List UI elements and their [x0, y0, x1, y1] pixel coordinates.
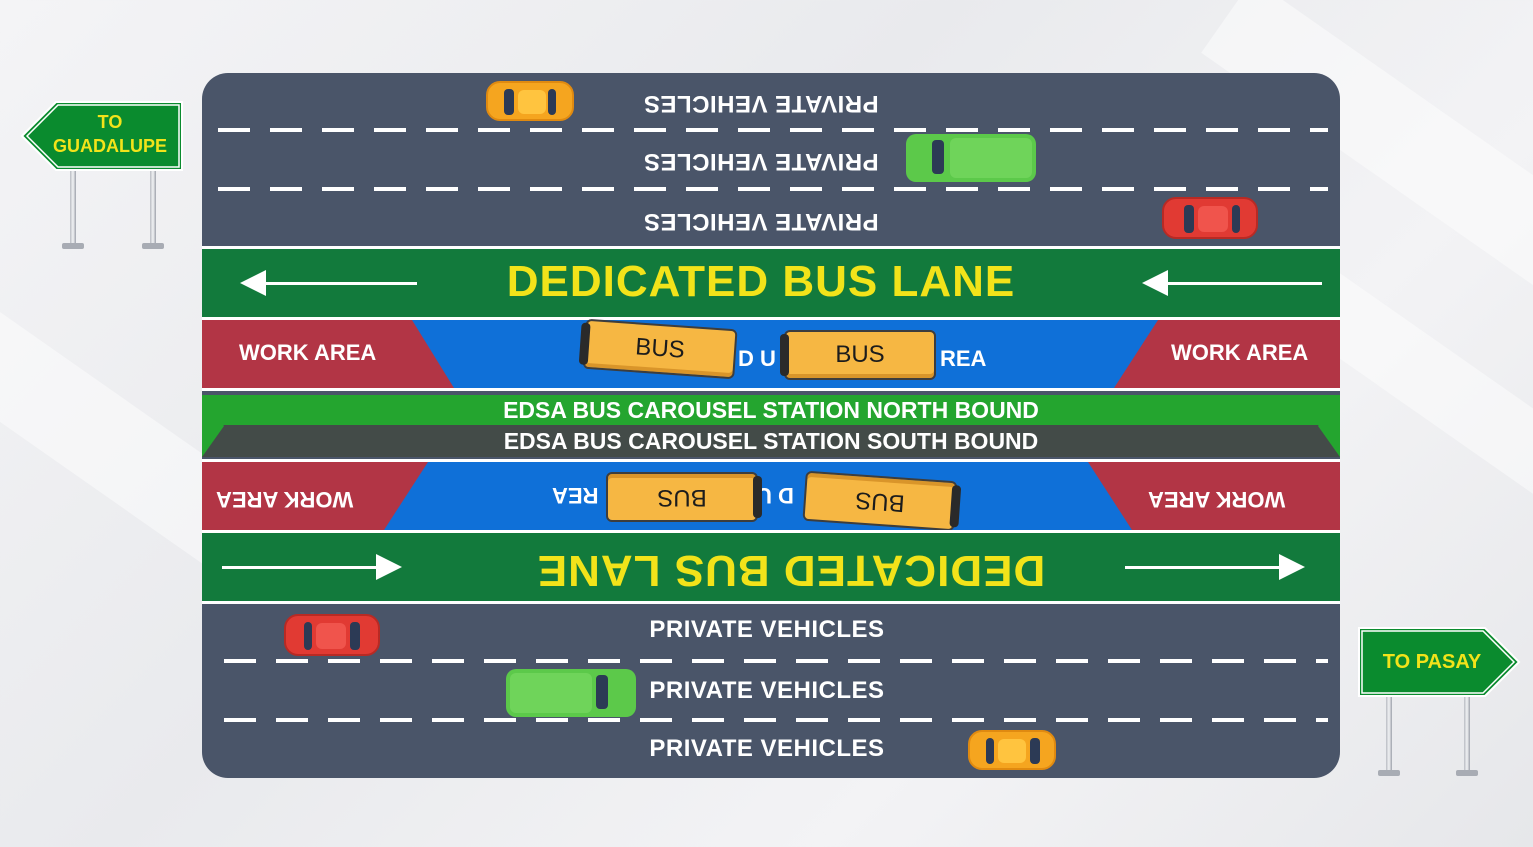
private-lane-label: PRIVATE VEHICLES — [643, 148, 879, 175]
sign-label-line1: TO — [97, 112, 123, 132]
edge-line — [202, 246, 1340, 249]
sign-board-arrow-left — [20, 101, 183, 171]
sign-foot — [62, 243, 84, 249]
work-area-left — [202, 462, 428, 530]
sign-foot — [142, 243, 164, 249]
work-area-label: WORK AREA — [216, 487, 354, 512]
bus-label: BUS — [657, 484, 707, 511]
private-lane-label: PRIVATE VEHICLES — [649, 616, 885, 643]
private-lane-label: PRIVATE VEHICLES — [643, 208, 879, 235]
bus-stop-band-northbound: WORK AREA WORK AREA D U REA BUS BUS — [202, 318, 1340, 388]
edsa-road: PRIVATE VEHICLES PRIVATE VEHICLES PRIVAT… — [202, 73, 1340, 778]
sign-label: TO PASAY — [1382, 651, 1482, 673]
edge-line — [202, 530, 1340, 533]
bus-label: BUS — [634, 333, 686, 364]
lane-text-fragment: D U — [738, 346, 776, 371]
bus-label: BUS — [854, 486, 906, 517]
work-area-label: WORK AREA — [239, 340, 377, 365]
private-lane-label: PRIVATE VEHICLES — [643, 90, 879, 117]
arrow-left-icon — [1142, 270, 1168, 296]
bus-lane-label: DEDICATED BUS LANE — [506, 257, 1016, 306]
edge-line — [202, 388, 1340, 391]
work-area-label: WORK AREA — [1148, 487, 1286, 512]
lane-divider — [218, 128, 1328, 132]
arrow-right-icon — [376, 554, 402, 580]
arrow-left-shaft — [1164, 282, 1322, 285]
sign-post — [1386, 695, 1392, 773]
bus-label: BUS — [835, 341, 885, 368]
yellow-car — [486, 81, 574, 121]
lane-divider — [224, 659, 1328, 663]
sign-board-arrow-right — [1358, 627, 1521, 697]
lane-text-fragment: REA — [552, 483, 599, 508]
red-car — [1162, 197, 1258, 239]
sign-foot — [1378, 770, 1400, 776]
red-car — [284, 614, 380, 656]
edge-line — [202, 317, 1340, 320]
lane-divider — [218, 187, 1328, 191]
bus: BUS — [780, 330, 936, 380]
bus-lane-label: DEDICATED BUS LANE — [536, 546, 1046, 595]
bus: BUS — [582, 318, 738, 380]
lane-text-fragment: REA — [940, 346, 987, 371]
arrow-left-icon — [240, 270, 266, 296]
work-area-label: WORK AREA — [1171, 340, 1309, 365]
sign-post — [1464, 695, 1470, 773]
work-area-left — [202, 320, 454, 388]
bus-stop-band-southbound: WORK AREA WORK AREA REA D U BUS BUS — [202, 462, 1340, 532]
sign-post — [70, 168, 76, 246]
private-lane-label: PRIVATE VEHICLES — [649, 677, 885, 704]
bus: BUS — [802, 470, 958, 532]
station-right-tip — [1318, 395, 1340, 457]
work-area-right — [1088, 462, 1340, 530]
dedicated-bus-lane-southbound: DEDICATED BUS LANE — [202, 533, 1340, 601]
arrow-right-shaft — [1125, 566, 1285, 569]
lane-divider — [224, 718, 1328, 722]
arrow-left-shaft — [262, 282, 417, 285]
green-van — [906, 134, 1036, 182]
station-left-tip — [202, 395, 224, 457]
sign-label-line2: GUADALUPE — [52, 136, 167, 156]
station-southbound: EDSA BUS CAROUSEL STATION SOUTH BOUND — [202, 425, 1340, 457]
work-area-right — [1114, 320, 1340, 388]
bus: BUS — [606, 472, 758, 522]
green-van — [506, 669, 636, 717]
sign-foot — [1456, 770, 1478, 776]
station-northbound: EDSA BUS CAROUSEL STATION NORTH BOUND — [202, 395, 1340, 425]
sign-post — [150, 168, 156, 246]
edge-line — [202, 459, 1340, 462]
arrow-right-shaft — [222, 566, 382, 569]
edge-line — [202, 601, 1340, 604]
yellow-car — [968, 730, 1056, 770]
private-lane-label: PRIVATE VEHICLES — [649, 735, 885, 762]
dedicated-bus-lane-northbound: DEDICATED BUS LANE — [202, 249, 1340, 317]
arrow-right-icon — [1279, 554, 1305, 580]
